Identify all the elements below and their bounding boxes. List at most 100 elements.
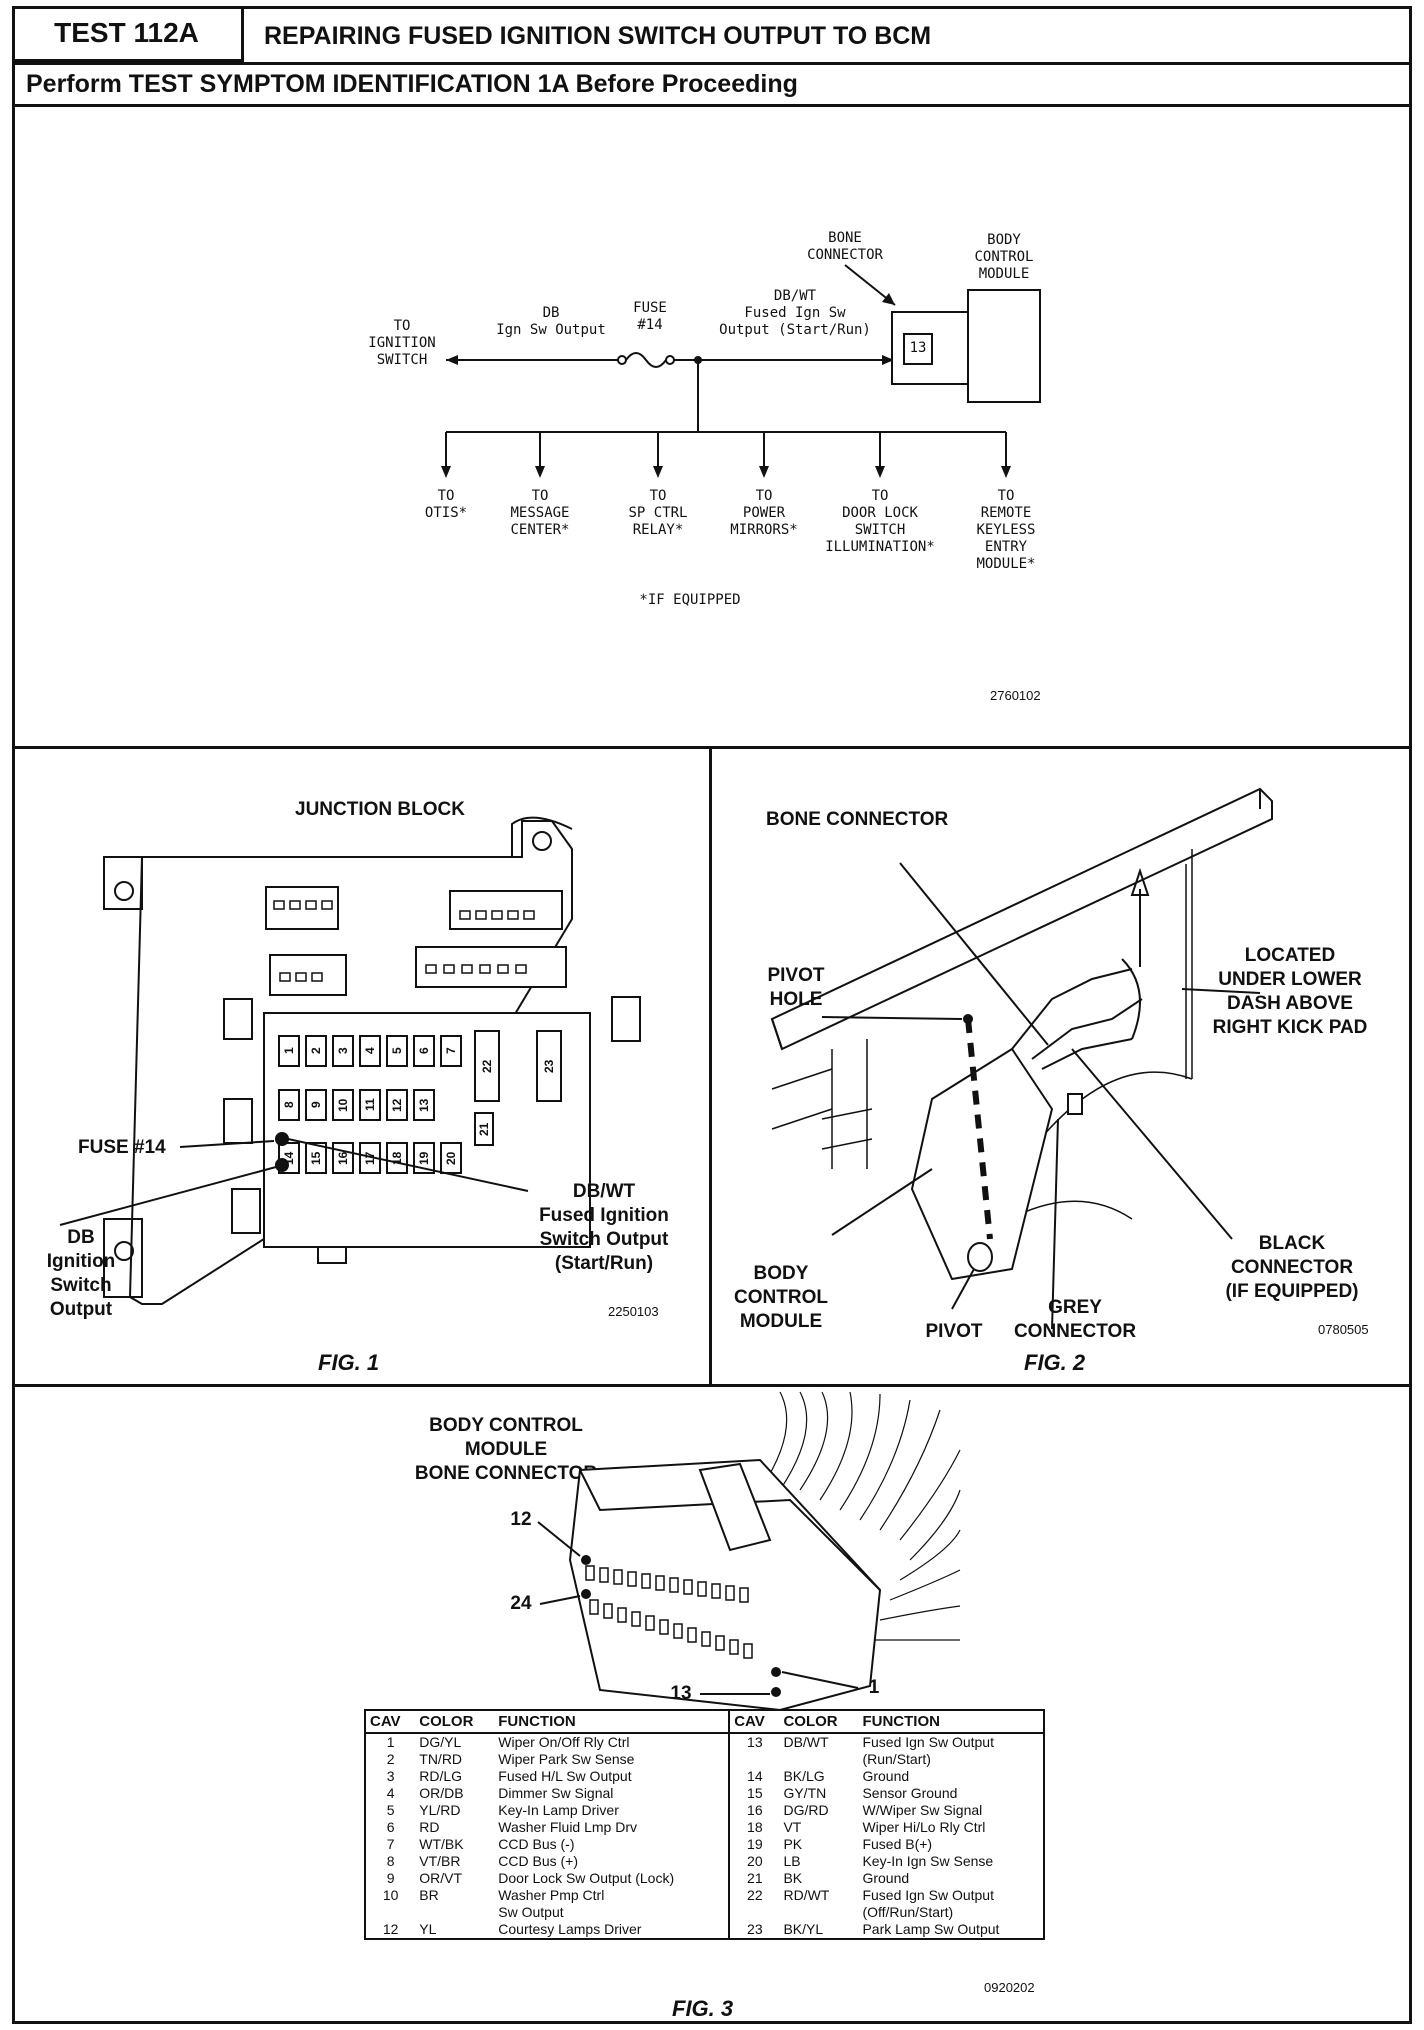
pivot-hole-callout: PIVOT HOLE [767,965,825,1010]
table-cell-function: Ground [862,1870,910,1886]
pin-1-label: 1 [868,1677,880,1698]
table-cell-function: Park Lamp Sw Output [862,1921,1000,1937]
fig1-leaders [59,1132,529,1226]
instruction: Perform TEST SYMPTOM IDENTIFICATION 1A B… [26,70,798,98]
table-cell-cav: 18 [728,1819,780,1836]
table-cell-cav: 16 [728,1802,780,1819]
table-cell-function: Door Lock Sw Output (Lock) [498,1870,675,1886]
table-cell-function: Wiper Park Sw Sense [498,1751,635,1767]
table-cell-color: VT [783,1819,802,1835]
table-cell-function: Wiper On/Off Rly Ctrl [498,1734,630,1750]
table-cell-color: BK [783,1870,803,1886]
test-title: REPAIRING FUSED IGNITION SWITCH OUTPUT T… [264,22,932,50]
table-cell-cav: 15 [728,1785,780,1802]
table-cell-function: Courtesy Lamps Driver [498,1921,642,1937]
table-cell-cav: 2 [386,1751,395,1767]
test-id: TEST 112A [12,6,244,62]
table-cell-color: WT/BK [419,1836,464,1852]
table-cell-cav [728,1904,780,1921]
table-cell-color: DG/YL [419,1734,462,1750]
table-cell-cav: 14 [728,1768,780,1785]
bone-connector-title: BODY CONTROL MODULE BONE CONNECTOR [414,1415,598,1484]
table-cell-cav: 6 [386,1819,395,1835]
fig2-caption: FIG. 2 [1024,1350,1086,1375]
table-cell-function: Washer Fluid Lmp Drv [498,1819,638,1835]
bone-connector-callout: BONE CONNECTOR [766,809,949,830]
table-cell-color: BK/YL [783,1921,824,1937]
page-frame [12,6,1412,2024]
table-cell-function: Ground [862,1768,910,1784]
table-cell-color [779,1904,858,1921]
table-cell-color [415,1904,494,1921]
db-ignition-label: DB Ignition Switch Output [46,1227,116,1320]
table-cell-color: LB [783,1853,801,1869]
table-cell-color: YL/RD [419,1802,461,1818]
schematic-code: 2760102 [990,688,1041,703]
junction-block-title: JUNCTION BLOCK [295,799,465,820]
table-cell-color: RD [419,1819,440,1835]
pin-12-label: 12 [510,1509,532,1530]
table-cell-function: Fused Ign Sw Output [862,1734,994,1750]
table-cell-color: RD/WT [783,1887,830,1903]
dbwt-wire-label: DB/WT Fused Ign Sw Output (Start/Run) [719,288,871,338]
table-cell-color: DG/RD [783,1802,829,1818]
grey-connector-callout: GREY CONNECTOR [1013,1297,1137,1342]
header-divider [12,62,1412,65]
table-cell-cav: 20 [728,1853,780,1870]
branch-door-lock-illumination: TO DOOR LOCK SWITCH ILLUMINATION* [825,488,935,555]
fig1-code: 2250103 [608,1304,659,1319]
db-wire-label: DB Ign Sw Output [496,305,606,338]
table-cell-cav: 3 [386,1768,395,1784]
table-cell-function: Washer Pmp Ctrl [498,1887,605,1903]
table-cell-cav [728,1751,780,1768]
table-cell-color: TN/RD [419,1751,463,1767]
schematic-wires [441,264,1041,478]
table-cell-cav: 21 [728,1870,780,1887]
table-cell-function: CCD Bus (+) [498,1853,578,1869]
table-cell-function: Wiper Hi/Lo Rly Ctrl [862,1819,986,1835]
fig2-code: 0780505 [1318,1322,1369,1337]
table-cell-cav: 8 [386,1853,395,1869]
table-cell-color [779,1751,858,1768]
table-cell-cav: 9 [386,1870,395,1886]
table-cell-color: BK/LG [783,1768,825,1784]
table-cell-cav: 5 [386,1802,395,1818]
table-cell-function: Sensor Ground [862,1785,958,1801]
table-cell-color: VT/BR [419,1853,461,1869]
bcm-label: BODY CONTROL MODULE [974,232,1034,282]
if-equipped-note: *IF EQUIPPED [639,592,741,608]
located-callout: LOCATED UNDER LOWER DASH ABOVE RIGHT KIC… [1212,945,1368,1038]
pin-24-label: 24 [510,1593,532,1614]
table-header-row: CAV COLOR FUNCTION CAV COLOR FUNCTION [365,1710,1044,1734]
to-ignition-label: TO IGNITION SWITCH [368,318,436,368]
fuse-14-label: FUSE #14 [78,1137,166,1158]
bcm-callout: BODY CONTROL MODULE [734,1263,828,1332]
cavity-13: 13 [909,340,927,356]
branch-power-mirrors: TO POWER MIRRORS* [730,488,798,538]
table-cell-function: Key-In Lamp Driver [498,1802,619,1818]
header-cav-right: CAV [728,1710,780,1734]
table-cell-color: YL [419,1921,437,1937]
table-cell-cav: 10 [382,1887,399,1903]
table-cell-cav: 13 [728,1733,780,1751]
table-cell-color: BR [419,1887,439,1903]
table-cell-color: DB/WT [783,1734,829,1750]
bone-connector-drawing [537,1391,961,1710]
header-color-right: COLOR [779,1710,859,1734]
table-cell-function: Fused Ign Sw Output [862,1887,994,1903]
table-row: Sw Output(Off/Run/Start) [365,1904,1044,1921]
header-function: FUNCTION [494,1710,730,1734]
table-cell-function: Sw Output [498,1904,564,1920]
header-color: COLOR [415,1710,495,1734]
bone-connector-label: BONE CONNECTOR [807,230,883,263]
